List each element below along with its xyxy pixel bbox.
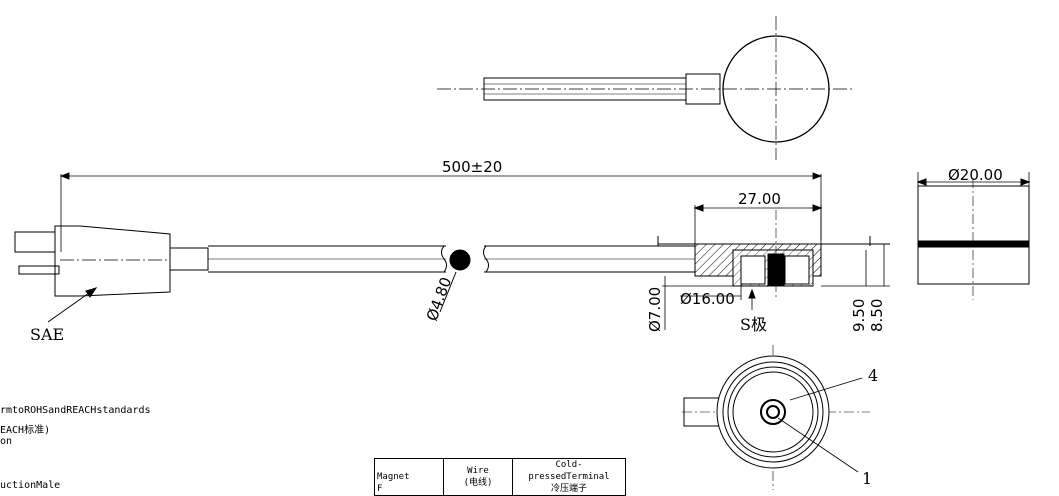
side-view-cable <box>14 225 695 323</box>
table-magnet-sub: F <box>377 484 383 494</box>
table-wire-cell: Wire (电线) <box>443 458 513 496</box>
plug-label: SAE <box>30 325 64 344</box>
note-line-4: uctionMale <box>0 480 61 491</box>
table-terminal-cell: Cold-pressedTerminal 冷压端子 <box>512 458 626 496</box>
height-a-label: 9.50 <box>850 299 868 332</box>
pole-label: S极 <box>740 315 767 334</box>
table-terminal-label: Cold-pressedTerminal <box>528 460 610 482</box>
table-wire-label: Wire <box>467 466 489 476</box>
cable-diameter-label: Ø4.80 <box>423 275 455 324</box>
parts-table: Magnet F Wire (电线) Cold-pressedTerminal … <box>374 458 626 496</box>
right-side-view <box>916 172 1031 300</box>
table-magnet-cell: Magnet F <box>374 458 444 496</box>
table-magnet-label: Magnet <box>377 472 410 482</box>
callout-1: 1 <box>862 469 872 488</box>
inner-diameter-label: Ø16.00 <box>680 290 735 308</box>
table-terminal-cn: 冷压端子 <box>550 484 587 494</box>
magnet-section <box>657 204 890 330</box>
body-width-label: 27.00 <box>738 190 781 208</box>
small-height-label: Ø7.00 <box>646 287 664 332</box>
height-b-label: 8.50 <box>868 299 886 332</box>
length-dimension <box>59 172 823 252</box>
length-label: 500±20 <box>442 158 502 176</box>
note-line-2: EACH标准) <box>0 425 51 436</box>
callout-4: 4 <box>868 366 878 385</box>
bottom-view <box>682 345 870 490</box>
note-line-3: on <box>0 436 13 447</box>
magnet-diameter-label: Ø20.00 <box>948 166 1003 184</box>
note-line-1: rmtoROHSandREACHstandards <box>0 405 151 416</box>
table-wire-cn: (电线) <box>463 478 493 488</box>
top-view <box>437 16 855 160</box>
